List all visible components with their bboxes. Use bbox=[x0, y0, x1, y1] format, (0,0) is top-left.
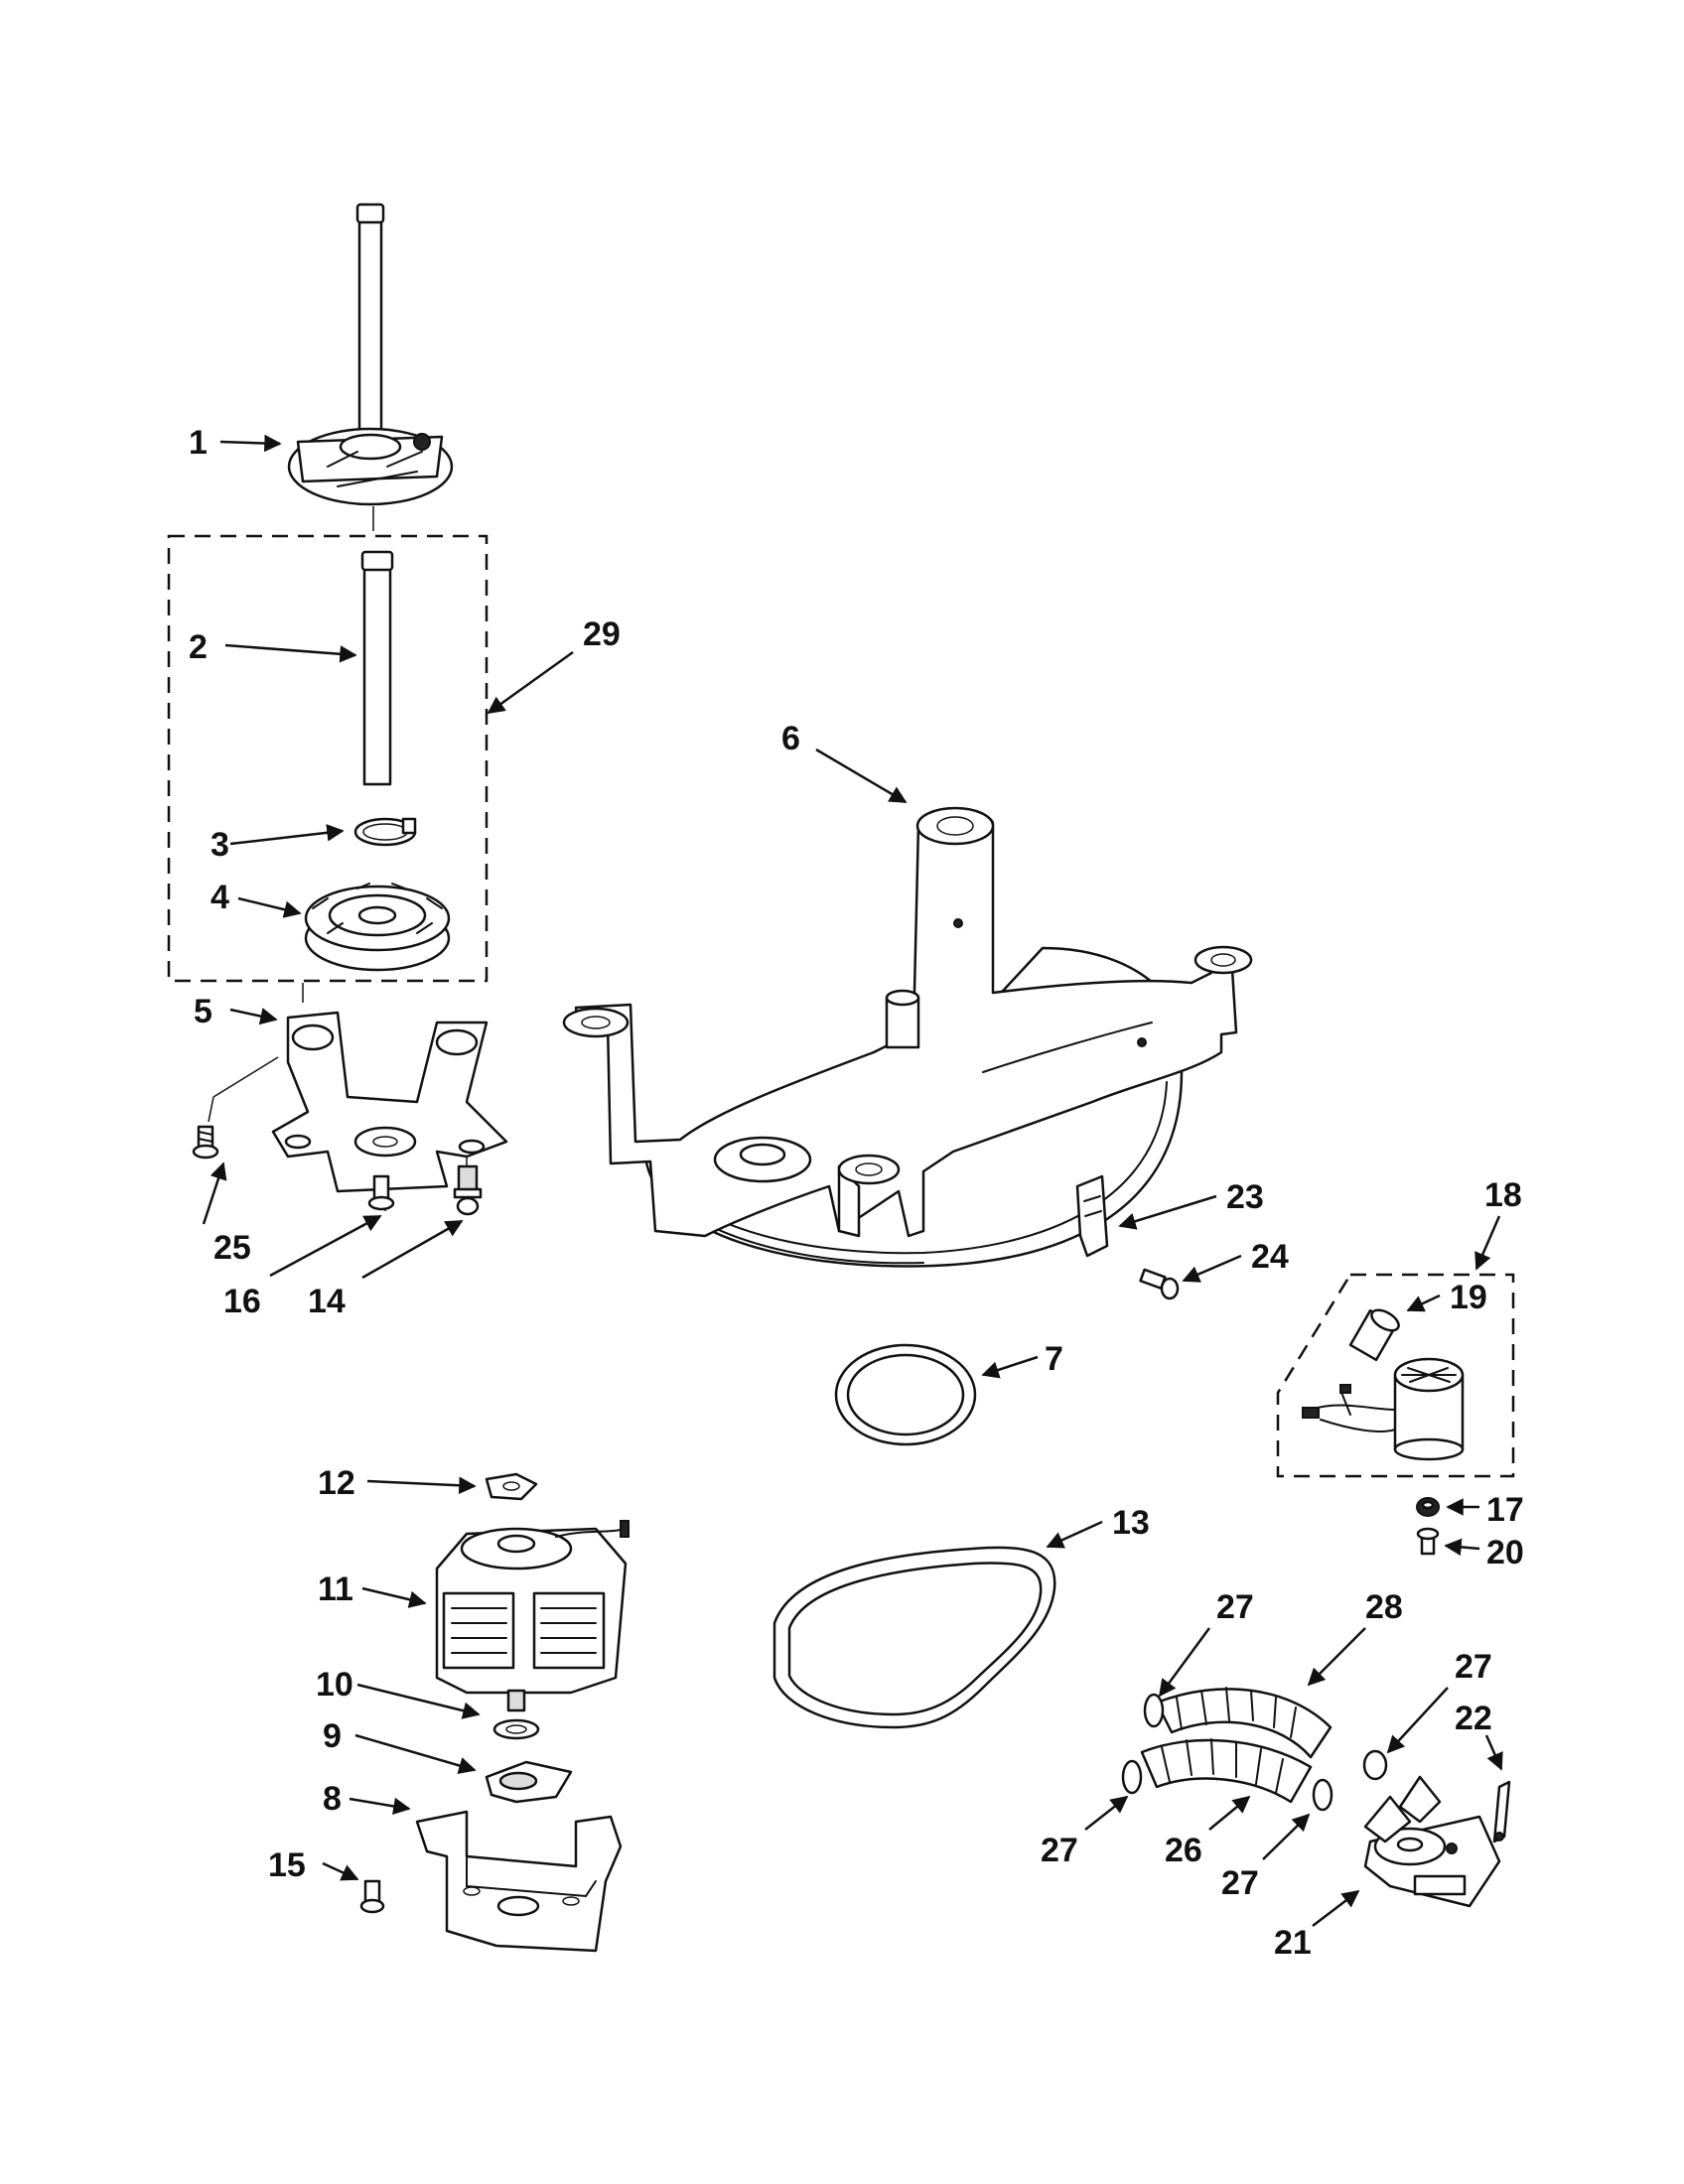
part-11-motor bbox=[435, 1520, 630, 1712]
callout-24: 24 bbox=[1251, 1238, 1289, 1276]
callout-17: 17 bbox=[1486, 1491, 1524, 1529]
part-16-screw bbox=[367, 1174, 395, 1211]
callout-6: 6 bbox=[781, 720, 800, 757]
callout-12: 12 bbox=[318, 1464, 355, 1502]
callout-11: 11 bbox=[318, 1570, 353, 1608]
group-29-box bbox=[167, 534, 489, 983]
part-15-screw bbox=[359, 1879, 385, 1914]
part-12-clip bbox=[485, 1472, 538, 1501]
callout-20: 20 bbox=[1486, 1534, 1524, 1571]
callout-14: 14 bbox=[308, 1283, 346, 1320]
part-10-clip bbox=[492, 1718, 540, 1740]
part-1-shaft-assembly bbox=[287, 203, 454, 531]
callout-27d: 27 bbox=[1221, 1864, 1259, 1902]
part-25-screw bbox=[192, 1125, 219, 1160]
group-18-box bbox=[1276, 1273, 1515, 1478]
leader-lines bbox=[202, 434, 1503, 1927]
callout-10: 10 bbox=[316, 1666, 353, 1704]
callout-19: 19 bbox=[1450, 1279, 1487, 1316]
callout-25: 25 bbox=[213, 1229, 251, 1267]
part-3-clip-ring bbox=[353, 817, 417, 847]
callout-3: 3 bbox=[210, 826, 229, 864]
part-8-bracket bbox=[415, 1810, 623, 1953]
part-13-belt bbox=[772, 1546, 1056, 1729]
part-28-hose bbox=[1155, 1687, 1333, 1759]
part-6-base bbox=[562, 806, 1253, 1268]
part-7-ring bbox=[834, 1343, 977, 1446]
callout-16: 16 bbox=[223, 1283, 261, 1320]
callout-29: 29 bbox=[583, 615, 621, 653]
part-27-clamps bbox=[1121, 1693, 1388, 1812]
callout-2: 2 bbox=[189, 628, 208, 666]
callout-13: 13 bbox=[1112, 1504, 1150, 1542]
part-14-stud bbox=[453, 1164, 483, 1216]
part-19-capacitor bbox=[1348, 1308, 1400, 1362]
part-2-shaft bbox=[360, 550, 394, 786]
callout-26: 26 bbox=[1165, 1832, 1202, 1869]
part-26-hose bbox=[1140, 1738, 1313, 1804]
callout-27c: 27 bbox=[1041, 1832, 1078, 1869]
part-24-screw bbox=[1139, 1268, 1180, 1300]
part-21-pump bbox=[1363, 1775, 1501, 1908]
callout-4: 4 bbox=[210, 879, 229, 916]
callout-8: 8 bbox=[323, 1780, 342, 1818]
callout-27b: 27 bbox=[1455, 1648, 1492, 1686]
part-20-screw bbox=[1416, 1527, 1440, 1556]
callout-labels: 1 2 29 3 4 5 25 16 14 6 7 23 24 18 19 17… bbox=[189, 424, 1524, 1962]
part-5-bracket bbox=[208, 1011, 508, 1211]
part-4-pulley bbox=[302, 883, 451, 1003]
callout-21: 21 bbox=[1274, 1924, 1312, 1962]
callout-23: 23 bbox=[1226, 1178, 1264, 1216]
callout-5: 5 bbox=[194, 993, 212, 1030]
callout-9: 9 bbox=[323, 1717, 342, 1755]
callout-18: 18 bbox=[1484, 1176, 1522, 1214]
callout-7: 7 bbox=[1045, 1340, 1063, 1378]
part-23-bracket bbox=[1075, 1174, 1109, 1258]
callout-28: 28 bbox=[1365, 1588, 1403, 1626]
part-22-clip bbox=[1492, 1780, 1511, 1843]
callout-22: 22 bbox=[1455, 1700, 1492, 1737]
part-17-nut bbox=[1416, 1497, 1440, 1517]
callout-1: 1 bbox=[189, 424, 208, 462]
callout-15: 15 bbox=[268, 1846, 306, 1884]
part-18-pump bbox=[1302, 1357, 1465, 1461]
part-9-mount bbox=[485, 1760, 573, 1804]
callout-27a: 27 bbox=[1216, 1588, 1254, 1626]
